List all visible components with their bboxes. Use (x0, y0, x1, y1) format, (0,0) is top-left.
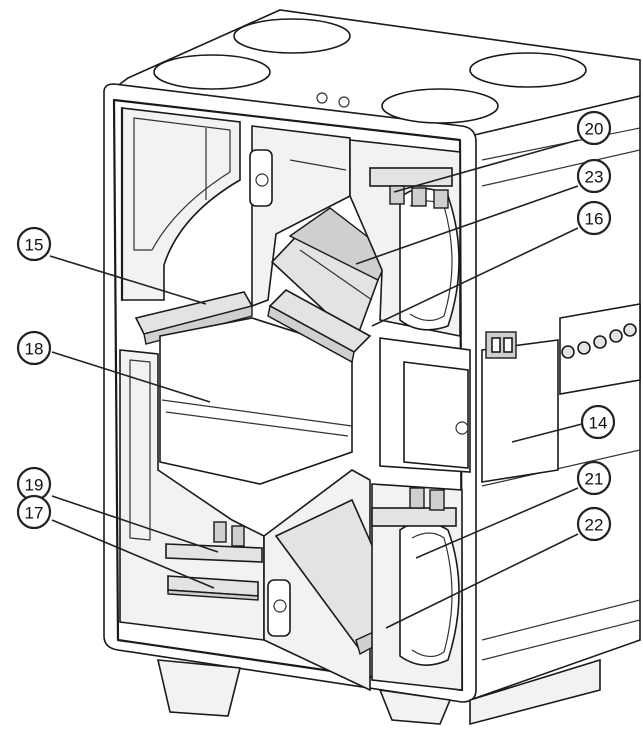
leader-22 (385, 533, 579, 629)
callout-18: 18 (16, 330, 52, 366)
callout-21: 21 (576, 460, 612, 496)
heat-exchanger (159, 317, 353, 485)
callout-17-label: 17 (25, 504, 44, 523)
upper-centre-chamber (249, 125, 351, 308)
top-right-bypass-assembly (349, 139, 461, 337)
leader-17 (51, 519, 215, 589)
leader-23 (355, 185, 579, 265)
leader-lines (49, 139, 583, 629)
leader-21 (415, 487, 579, 559)
callout-18-label: 18 (25, 340, 44, 359)
lower-fan-housing (371, 483, 463, 691)
callout-22: 22 (576, 506, 612, 542)
duct-openings (153, 18, 587, 124)
leader-14 (511, 423, 583, 443)
callout-19-label: 19 (25, 476, 44, 495)
callout-21-label: 21 (585, 470, 604, 489)
callout-17: 17 (16, 494, 52, 530)
leader-15 (49, 255, 207, 305)
callout-14: 14 (580, 404, 616, 440)
leader-18 (51, 351, 211, 403)
callout-23: 23 (576, 158, 612, 194)
callout-16: 16 (576, 200, 612, 236)
lower-left-filter (165, 521, 263, 563)
left-lower-chamber (119, 349, 265, 641)
callout-20-label: 20 (585, 120, 604, 139)
left-upper-chamber (120, 106, 241, 302)
callout-23-label: 23 (585, 168, 604, 187)
leader-20 (393, 139, 579, 193)
callout-15: 15 (16, 226, 52, 262)
callout-14-label: 14 (589, 414, 608, 433)
condensate-tray (167, 575, 259, 601)
leader-16 (371, 227, 579, 327)
callout-22-label: 22 (585, 516, 604, 535)
callout-20: 20 (576, 110, 612, 146)
callout-15-label: 15 (25, 236, 44, 255)
leader-19 (51, 495, 219, 553)
callout-16-label: 16 (585, 210, 604, 229)
electrical-box-cover (379, 303, 641, 483)
upper-filter (267, 289, 372, 364)
